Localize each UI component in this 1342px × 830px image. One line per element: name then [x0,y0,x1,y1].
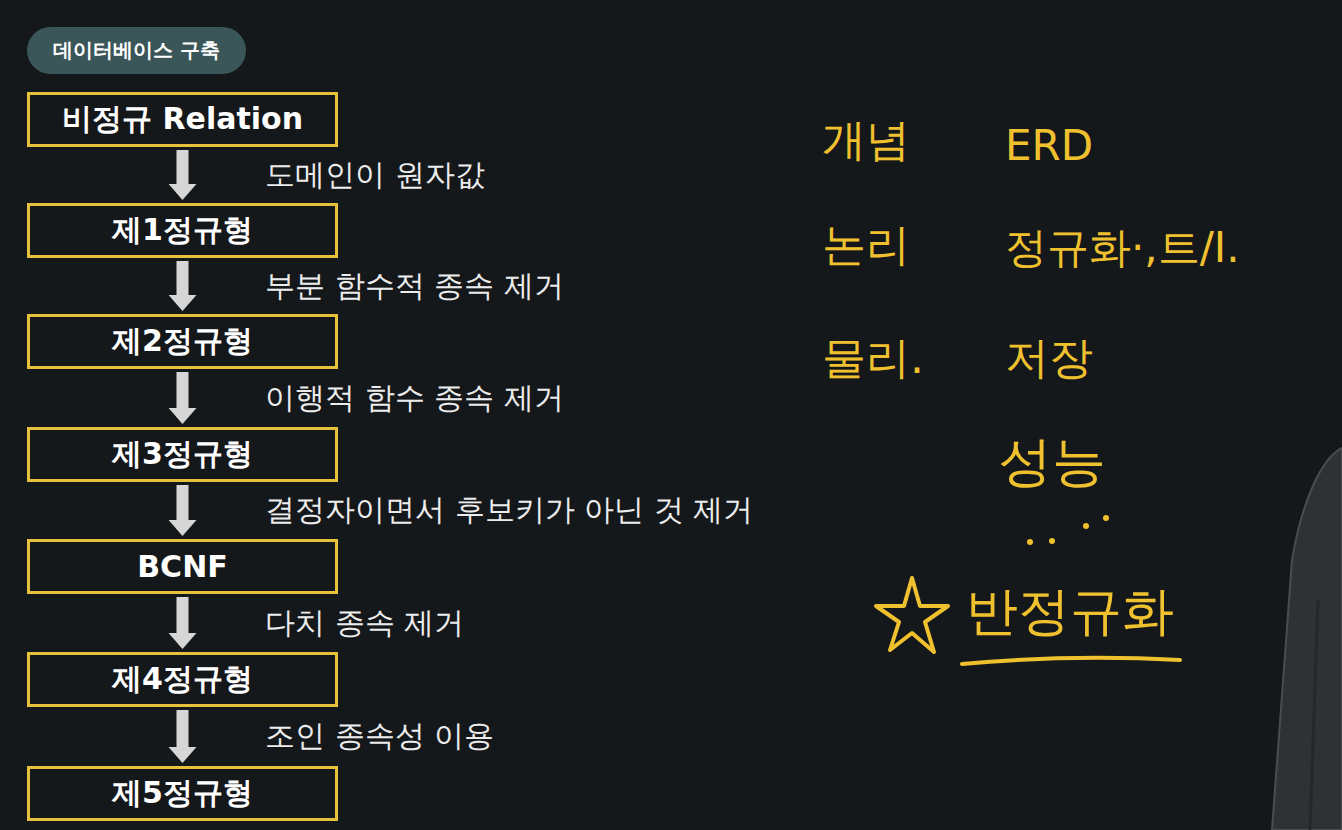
box-label: 제4정규형 [112,659,253,700]
box-label: BCNF [137,549,227,584]
normal-form-box: 제5정규형 [27,766,338,821]
transition-label: 조인 종속성 이용 [265,716,494,757]
flow-arrow [177,485,189,520]
box-label: 제5정규형 [112,773,253,814]
handwritten-star [876,578,948,652]
title-pill: 데이터베이스 구축 [27,27,246,74]
normal-form-box: BCNF [27,539,338,594]
transition-label: 부분 함수적 종속 제거 [265,266,564,307]
handwritten-note: 반정규화 [966,577,1174,647]
transition-label: 결정자이면서 후보키가 아닌 것 제거 [265,490,753,531]
handwritten-note: ERD [1005,121,1093,170]
normal-form-box: 제1정규형 [27,203,338,258]
handwritten-dot [1049,538,1055,544]
handwritten-dot [1027,539,1033,545]
presenter-figure [1272,448,1342,830]
flow-arrow [177,710,189,747]
title-text: 데이터베이스 구축 [53,37,220,64]
handwritten-note: 물리. [822,329,924,388]
transition-label: 이행적 함수 종속 제거 [265,378,564,419]
normal-form-box: 제4정규형 [27,652,338,707]
normal-form-box: 제2정규형 [27,314,338,369]
flow-arrow [177,150,189,184]
box-label: 비정규 Relation [62,99,303,140]
handwritten-dot [1103,515,1109,521]
handwritten-dot [1083,523,1089,529]
transition-label: 다치 종속 제거 [265,603,464,644]
presenter-fold [1310,600,1318,830]
handwritten-note: 저장 [1005,329,1093,388]
transition-label: 도메인이 원자값 [265,155,485,196]
handwritten-underline [962,658,1180,664]
box-label: 제1정규형 [112,210,253,251]
flow-arrow [177,597,189,633]
handwritten-note: 정규화·,트/I. [1005,220,1240,276]
handwritten-note: 개념 [822,111,910,170]
flow-arrow [177,372,189,408]
box-label: 제3정규형 [112,434,253,475]
box-label: 제2정규형 [112,321,253,362]
normal-form-box: 제3정규형 [27,427,338,482]
normal-form-box: 비정규 Relation [27,92,338,147]
handwritten-note: 논리 [822,216,910,275]
flow-arrow [177,261,189,295]
handwritten-note: 성능 [998,426,1106,499]
